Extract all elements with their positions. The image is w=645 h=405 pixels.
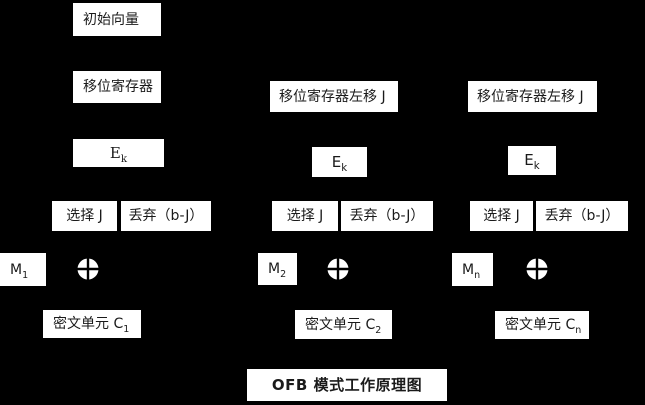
discard-bj-label-2: 丢弃（b-J）: [349, 208, 425, 224]
shift-register-label-2: 移位寄存器左移 J: [279, 88, 386, 105]
xor-icon-3: [526, 258, 548, 280]
message-mn-box: Mn: [452, 253, 493, 286]
message-m2-box: M2: [258, 253, 297, 285]
select-j-box-1: 选择 J: [52, 201, 117, 231]
select-j-label-1: 选择 J: [66, 208, 103, 224]
discard-bj-box-2: 丢弃（b-J）: [341, 201, 433, 231]
message-mn-label: Mn: [462, 261, 481, 281]
discard-bj-label-3: 丢弃（b-J）: [544, 208, 620, 224]
cipher-ek-label-1: Ek: [109, 143, 128, 165]
xor-icon-2: [327, 258, 349, 280]
message-m2-label: M2: [268, 261, 287, 280]
select-j-box-3: 选择 J: [470, 201, 533, 231]
diagram-title-box: OFB 模式工作原理图: [247, 369, 447, 401]
cipher-ek-label-3: Ek: [524, 151, 540, 172]
initial-vector-box: 初始向量: [73, 3, 161, 36]
discard-bj-label-1: 丢弃（b-J）: [128, 208, 204, 224]
shift-register-box-1: 移位寄存器: [73, 71, 161, 103]
shift-register-label-3: 移位寄存器左移 J: [477, 88, 584, 105]
discard-bj-box-3: 丢弃（b-J）: [536, 201, 628, 231]
cipher-ek-label-2: Ek: [331, 152, 348, 174]
xor-icon-1: [77, 258, 99, 280]
shift-register-box-2: 移位寄存器左移 J: [270, 81, 398, 112]
message-m1-box: M1: [0, 253, 46, 286]
ciphertext-cn-label: 密文单元 Cn: [505, 317, 582, 336]
shift-register-box-3: 移位寄存器左移 J: [468, 81, 597, 112]
select-j-box-2: 选择 J: [272, 201, 338, 231]
ciphertext-cn-box: 密文单元 Cn: [495, 311, 589, 339]
cipher-ek-box-2: Ek: [312, 147, 367, 177]
shift-register-label-1: 移位寄存器: [83, 79, 153, 95]
cipher-ek-box-3: Ek: [508, 146, 556, 175]
ciphertext-c1-label: 密文单元 C1: [53, 316, 130, 335]
initial-vector-label: 初始向量: [83, 11, 139, 28]
diagram-title: OFB 模式工作原理图: [271, 375, 423, 394]
ciphertext-c2-box: 密文单元 C2: [295, 310, 392, 339]
cipher-ek-box-1: Ek: [73, 139, 164, 167]
discard-bj-box-1: 丢弃（b-J）: [121, 201, 211, 231]
message-m1-label: M1: [10, 261, 29, 281]
select-j-label-2: 选择 J: [286, 208, 324, 224]
select-j-label-3: 选择 J: [483, 208, 520, 224]
ciphertext-c1-box: 密文单元 C1: [43, 310, 141, 338]
ciphertext-c2-label: 密文单元 C2: [305, 316, 382, 336]
